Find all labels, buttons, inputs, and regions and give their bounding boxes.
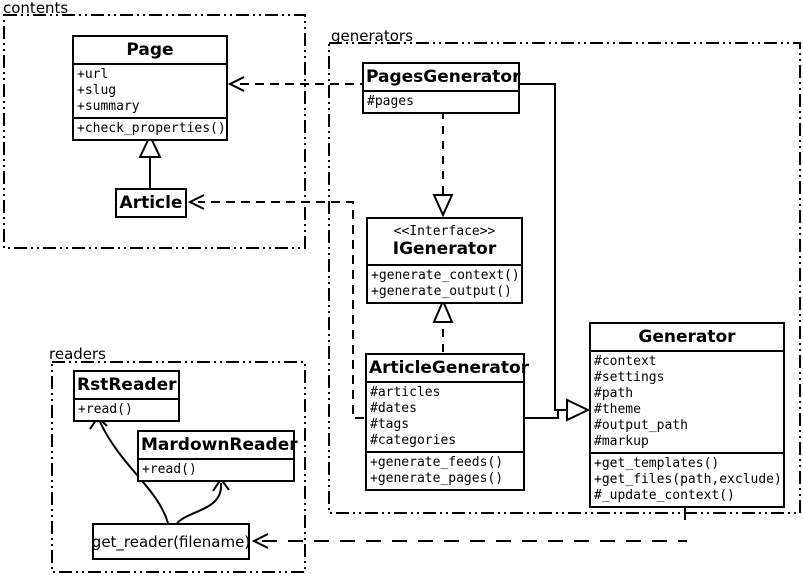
hollow-triangle-icon: [432, 194, 454, 218]
readers-package-label: readers: [49, 345, 106, 363]
class-title: PagesGenerator: [366, 67, 521, 87]
class-methods: +generate_feeds() +generate_pages(): [367, 451, 523, 489]
function-box-get-reader: get_reader(filename): [92, 523, 250, 560]
edge-article-to-page-generalization: [138, 133, 162, 189]
hollow-triangle-icon: [432, 298, 454, 323]
class-methods: +generate_context() +generate_output(): [368, 264, 521, 302]
class-methods: +get_templates() +get_files(path,exclude…: [591, 452, 783, 506]
class-methods: +check_properties(): [74, 117, 226, 139]
class-box-rstreader: RstReader +read(): [73, 370, 180, 422]
class-attributes: #articles #dates #tags #categories: [367, 381, 523, 451]
class-title: Page: [126, 40, 174, 60]
generators-package-label: generators: [331, 27, 413, 45]
edge-generators-to-generator-generalization: [520, 83, 591, 422]
edge-line: [520, 83, 566, 411]
class-attributes: +url +slug +summary: [74, 63, 226, 117]
readers-package-border: [51, 361, 306, 573]
contents-package-border: [3, 14, 306, 249]
class-attributes: #context #settings #path #theme #output_…: [591, 350, 783, 452]
edge-pagesgenerator-to-igenerator-realization: [432, 111, 454, 218]
hollow-triangle-icon: [138, 133, 162, 158]
class-box-igenerator: <<Interface>> IGenerator +generate_conte…: [366, 217, 523, 304]
edge-line: [198, 201, 364, 419]
class-title: RstReader: [77, 375, 177, 395]
class-stereotype: <<Interface>>: [393, 224, 496, 239]
class-title: Generator: [638, 327, 736, 347]
class-methods: +read(): [139, 458, 293, 480]
hollow-triangle-icon: [566, 398, 591, 422]
class-title: Article: [119, 193, 183, 213]
edge-articlegenerator-to-igenerator-realization: [432, 298, 454, 352]
generators-package-border: [328, 42, 801, 514]
function-label: get_reader(filename): [91, 532, 251, 551]
edge-pagesgenerator-to-page-dependency: [227, 76, 362, 92]
class-box-page: Page +url +slug +summary +check_properti…: [72, 35, 228, 141]
contents-package-label: contents: [3, 0, 69, 17]
edge-getreader-to-mardownreader: [176, 477, 230, 524]
open-arrow-icon: [187, 194, 205, 210]
class-box-mardownreader: MardownReader +read(): [137, 430, 298, 482]
class-box-pagesgenerator: PagesGenerator #pages: [362, 62, 520, 114]
class-title: ArticleGenerator: [369, 358, 530, 378]
class-box-article: Article: [115, 188, 187, 218]
open-arrow-icon: [227, 76, 245, 92]
edge-articlegenerator-to-article-dependency: [187, 194, 364, 419]
class-attributes: #pages: [364, 90, 518, 112]
edge-line: [525, 410, 559, 419]
class-box-articlegenerator: ArticleGenerator #articles #dates #tags …: [365, 353, 530, 491]
class-methods: +read(): [75, 398, 178, 420]
edge-generator-to-getreader-dependency: [251, 502, 687, 549]
class-title: IGenerator: [392, 239, 497, 259]
open-arrow-icon: [251, 533, 269, 549]
edge-curve: [176, 482, 223, 524]
class-box-generator: Generator #context #settings #path #them…: [589, 322, 785, 508]
class-title: MardownReader: [141, 435, 298, 455]
